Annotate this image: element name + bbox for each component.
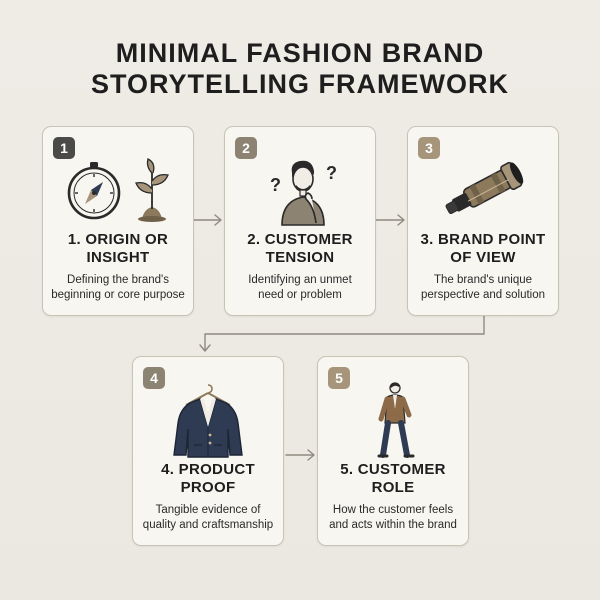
step-card-point-of-view: 3 3. BRAND POINT OF VIEW The brand's	[407, 126, 559, 316]
step-description: Tangible evidence of quality and craftsm…	[137, 503, 279, 533]
step-description: Identifying an unmet need or problem	[229, 273, 371, 303]
step-title-line-1: 3. BRAND POINT	[420, 231, 546, 248]
title-line-1: MINIMAL FASHION BRAND	[115, 38, 485, 68]
step-title-line-1: 2. CUSTOMER	[247, 231, 353, 248]
step-number-badge: 4	[143, 367, 165, 389]
step-title-line-2: TENSION	[265, 249, 335, 266]
step-card-customer-role: 5 5. CUSTOMER ROLE	[317, 356, 469, 546]
step-card-tension: 2 ? ? 2. CUSTOMER TENSION	[224, 126, 376, 316]
step-number-badge: 3	[418, 137, 440, 159]
step-desc-line-1: How the customer feels	[332, 504, 454, 516]
title-line-2: STORYTELLING FRAMEWORK	[91, 69, 509, 99]
step-title-line-2: OF VIEW	[450, 249, 516, 266]
card-illustration	[408, 149, 558, 229]
step-desc-line-1: Tangible evidence of	[155, 504, 261, 516]
thinking-person-icon	[281, 160, 325, 226]
card-illustration: ? ?	[225, 149, 375, 229]
svg-text:?: ?	[270, 175, 281, 195]
step-title-line-2: ROLE	[371, 479, 415, 496]
step-desc-line-1: The brand's unique	[433, 274, 533, 286]
spyglass-icon	[445, 161, 524, 214]
compass-icon	[67, 162, 121, 220]
step-desc-line-1: Identifying an unmet	[248, 274, 352, 286]
step-description: The brand's unique perspective and solut…	[412, 273, 554, 303]
step-desc-line-2: perspective and solution	[420, 289, 546, 301]
step-title-line-2: INSIGHT	[86, 249, 150, 266]
arrow-4-to-5	[285, 449, 315, 461]
question-mark-icon: ? ?	[270, 163, 337, 195]
step-desc-line-2: and acts within the brand	[329, 519, 457, 531]
card-illustration	[133, 379, 283, 459]
step-title: 3. BRAND POINT OF VIEW	[412, 231, 554, 267]
step-number-badge: 2	[235, 137, 257, 159]
card-illustration	[43, 149, 193, 229]
step-number-badge: 5	[328, 367, 350, 389]
card-illustration	[318, 379, 468, 459]
sprout-icon	[135, 158, 169, 222]
svg-text:?: ?	[326, 163, 337, 183]
step-description: Defining the brand's beginning or core p…	[47, 273, 189, 303]
step-title: 1. ORIGIN OR INSIGHT	[47, 231, 189, 267]
step-title-line-1: 5. CUSTOMER	[340, 461, 446, 478]
step-title: 5. CUSTOMER ROLE	[322, 461, 464, 497]
step-title: 4. PRODUCT PROOF	[137, 461, 279, 497]
step-title-line-2: PROOF	[180, 479, 236, 496]
walking-man-icon	[377, 382, 415, 458]
step-desc-line-2: beginning or core purpose	[51, 289, 185, 301]
step-description: How the customer feels and acts within t…	[322, 503, 464, 533]
step-desc-line-2: need or problem	[258, 289, 342, 301]
step-desc-line-1: Defining the brand's	[67, 274, 169, 286]
step-card-origin: 1	[42, 126, 194, 316]
step-desc-line-2: quality and craftsmanship	[142, 519, 274, 531]
step-title-line-1: 4. PRODUCT	[161, 461, 255, 478]
step-title: 2. CUSTOMER TENSION	[229, 231, 371, 267]
arrow-3-to-4	[199, 315, 485, 352]
blazer-on-hanger-icon	[173, 384, 243, 458]
step-card-product-proof: 4 4. PRODUCT PROOF	[132, 356, 284, 546]
page-title: MINIMAL FASHION BRAND STORYTELLING FRAME…	[0, 38, 600, 100]
step-title-line-1: 1. ORIGIN OR	[67, 231, 169, 248]
arrow-1-to-2	[193, 214, 222, 226]
step-number-badge: 1	[53, 137, 75, 159]
arrow-2-to-3	[375, 214, 405, 226]
